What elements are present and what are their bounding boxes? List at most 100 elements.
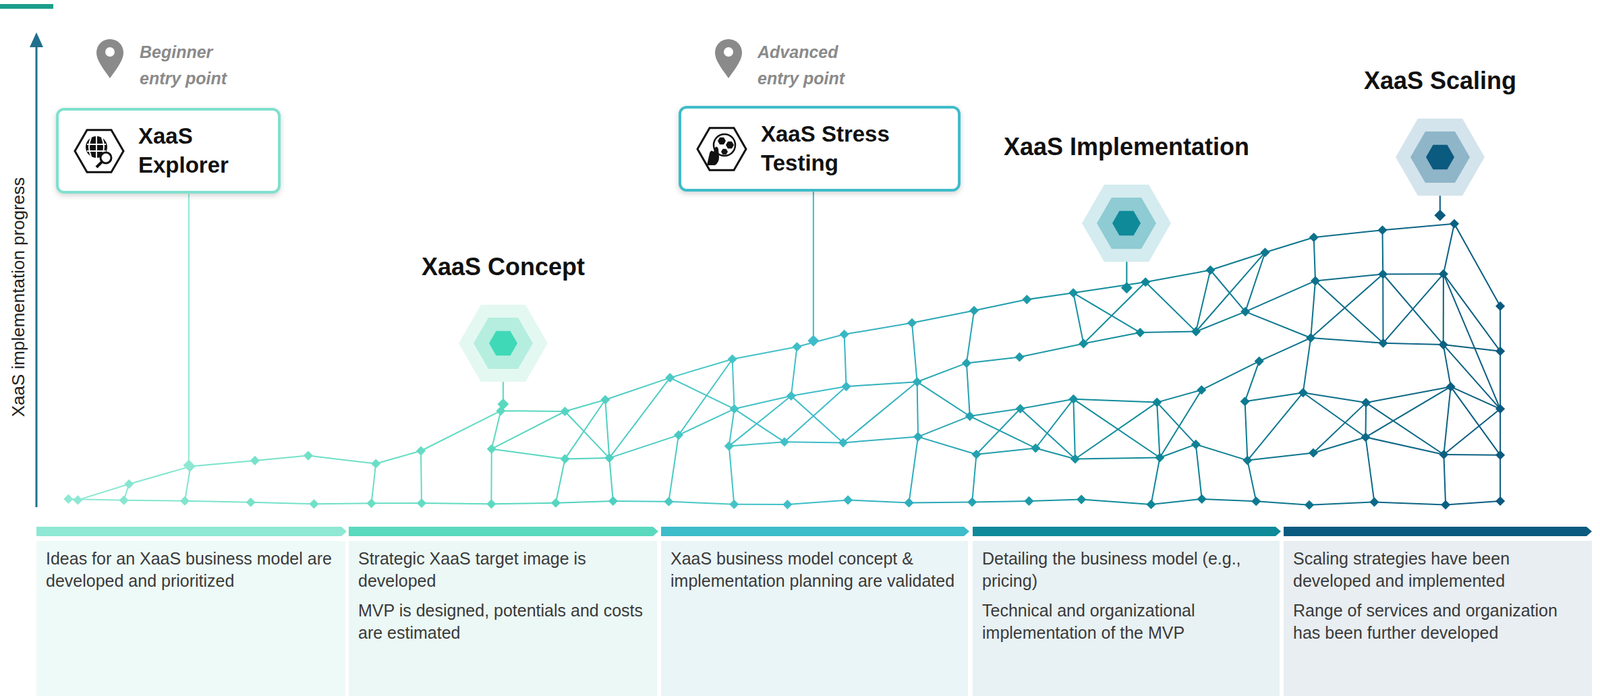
mesh-line (1445, 501, 1501, 506)
mesh-dot (1361, 397, 1371, 408)
mesh-line (1245, 252, 1265, 312)
hexagon-layer (1096, 197, 1157, 249)
milestone-hexagon (455, 301, 551, 386)
mesh-line (491, 449, 566, 460)
mesh-dot (791, 341, 802, 352)
mesh-line (1443, 223, 1455, 275)
mesh-dot (1446, 381, 1456, 392)
mesh-line (1382, 273, 1444, 275)
mesh-dot (1021, 294, 1032, 305)
mesh-line (668, 435, 679, 502)
mesh-dot (1078, 338, 1089, 349)
mesh-dot (1377, 225, 1387, 235)
mesh-dot (1154, 452, 1165, 463)
mesh-line (190, 460, 255, 467)
mesh-line (791, 395, 844, 443)
corner-accent (0, 4, 54, 9)
mesh-line (308, 455, 376, 465)
mesh-line (1245, 361, 1260, 403)
mesh-line (1073, 281, 1146, 293)
mesh-line (1310, 274, 1383, 339)
mesh-line (844, 323, 912, 335)
mesh-dot (1023, 496, 1034, 506)
milestone-marker: XaaS Concept (395, 252, 612, 388)
mesh-dot (663, 497, 674, 507)
mesh-line (844, 334, 847, 387)
mesh-line (918, 437, 977, 455)
mesh-dot (1068, 288, 1078, 298)
mesh-line (420, 451, 422, 504)
mesh-line (966, 310, 975, 364)
icon-hexagon (697, 127, 747, 170)
mesh-dot (1254, 356, 1265, 367)
mesh-line (1029, 499, 1082, 502)
explorer-icon (72, 124, 127, 179)
mesh-line (1195, 311, 1246, 332)
hexagon-layer (1425, 145, 1455, 170)
mesh-line (1310, 337, 1383, 344)
mesh-line (1442, 273, 1445, 345)
mesh-dot (1438, 269, 1449, 279)
mesh-dot (497, 398, 509, 411)
mesh-line (500, 410, 565, 413)
mesh-line (371, 502, 422, 504)
phase-description: Scaling strategies have been developed a… (1293, 547, 1583, 592)
mesh-dot (1146, 499, 1156, 510)
mesh-line (1073, 399, 1157, 403)
mesh-dot (1309, 232, 1319, 243)
mesh-line (184, 501, 251, 503)
mesh-line (1083, 281, 1146, 344)
mesh-line (77, 484, 129, 501)
y-axis-arrowhead (29, 32, 44, 48)
axis-label: XaaS implementation progress (8, 176, 30, 417)
mesh-line (1443, 453, 1501, 456)
icon-lens-handle (96, 161, 102, 168)
leader-line (812, 191, 815, 341)
hexagon-layer (1410, 131, 1470, 183)
mesh-line (1443, 273, 1501, 352)
pin-hole (105, 47, 115, 57)
mesh-line (1247, 453, 1314, 461)
icon-lens (100, 152, 112, 164)
mesh-line (1247, 392, 1303, 461)
mesh-line (1499, 351, 1501, 410)
mesh-line (1019, 343, 1084, 357)
mesh-line (911, 323, 918, 383)
mesh-dot (971, 449, 981, 460)
hexagon-layer (1112, 211, 1141, 236)
mesh-line (375, 451, 421, 465)
mesh-dot (1030, 443, 1041, 453)
mesh-dot (1495, 404, 1505, 414)
mesh-dot (1076, 495, 1087, 505)
mesh-line (1315, 280, 1384, 343)
mesh-line (969, 416, 1037, 448)
phase-description: Ideas for an XaaS business model are dev… (45, 547, 336, 592)
mesh-line (1259, 337, 1312, 362)
entry-point-label: Beginner entry point (139, 39, 248, 92)
mesh-dot (1014, 352, 1024, 362)
mesh-dot (551, 498, 561, 508)
mesh-line (1365, 386, 1451, 403)
mesh-dot (180, 496, 190, 506)
mesh-line (917, 381, 970, 417)
phase-bar (661, 526, 970, 537)
mesh-dot (250, 455, 260, 466)
mesh-line (1073, 399, 1160, 459)
mesh-line (250, 502, 315, 505)
milestone-marker: XaaS Implementation (978, 132, 1275, 268)
mesh-dot (839, 329, 850, 340)
stress-test-icon (694, 122, 749, 177)
mesh-dot (608, 496, 618, 506)
phase-description: Strategic XaaS target image is developed (358, 547, 648, 592)
icon-hexagon (74, 129, 124, 172)
bars (36, 526, 1592, 537)
mesh-line (555, 501, 614, 504)
mesh-dot (416, 498, 427, 508)
mesh-line (1210, 270, 1246, 313)
phase-description: Technical and organizational implementat… (982, 599, 1271, 644)
mesh-line (565, 458, 610, 459)
mesh-dot (1121, 281, 1133, 294)
mesh-line (791, 386, 847, 396)
mesh-dot (370, 458, 381, 469)
icon-cell (721, 148, 728, 155)
